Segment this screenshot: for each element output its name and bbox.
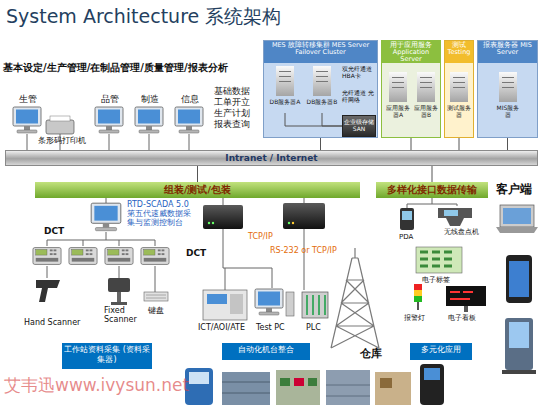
connector bbox=[285, 113, 342, 126]
connector bbox=[459, 138, 460, 150]
server-cluster: 报表服务器 MIS ServerMIS服务器 bbox=[477, 40, 538, 138]
node-text: 组装/测试/包装 bbox=[35, 182, 360, 198]
node-text: 多样化接口数据传输 bbox=[376, 182, 488, 198]
server-icon: DB服务器B bbox=[304, 65, 340, 113]
storage-icon: 企业级存储 SAN bbox=[342, 115, 376, 137]
text-label: 艾韦迅www.ivysun.net bbox=[4, 376, 189, 396]
text-label: 生管 bbox=[19, 94, 37, 104]
barcode-printer bbox=[46, 116, 74, 134]
node-text: 用于应用服务 Application Server bbox=[382, 41, 440, 63]
node-text: MIS服务器 bbox=[494, 71, 522, 118]
text-label: ICT/AOI/ATE bbox=[198, 323, 245, 332]
dct-terminal bbox=[33, 248, 169, 265]
server-cluster: 用于应用服务 Application Server 应用服务器A应用服务器B bbox=[381, 40, 441, 138]
text-label: 基本设定/生产管理/在制品管理/质量管理/报表分析 bbox=[3, 62, 228, 74]
text-label: 信息 bbox=[181, 94, 199, 104]
node-text: 多元化应用 bbox=[410, 343, 472, 355]
text-label: DCT bbox=[186, 248, 206, 258]
text-label: Test PC bbox=[256, 323, 285, 332]
connector bbox=[432, 166, 433, 182]
network-bar: Intranet / Internet bbox=[5, 150, 538, 166]
text-label: 制造 bbox=[141, 94, 159, 104]
text-label: 品管 bbox=[101, 94, 119, 104]
connector bbox=[411, 138, 412, 150]
server-icon: 应用服务器A bbox=[385, 71, 411, 127]
converter-box bbox=[203, 203, 325, 229]
node-text: MES 故障转移集群 MES Server Failover Cluster bbox=[264, 41, 377, 63]
node-text: 自动化机台整合 bbox=[222, 343, 310, 355]
green-band: 多样化接口数据传输 bbox=[376, 182, 488, 198]
node-text: 应用服务器A bbox=[385, 71, 411, 118]
text-label: 基础数据 工单开立 生产计划 报表查询 bbox=[214, 86, 254, 130]
diagram-title: System Architecture 系统架构 bbox=[6, 4, 281, 30]
text-label: 仓库 bbox=[360, 348, 382, 361]
antenna-tower bbox=[331, 248, 379, 348]
text-label: RTD-SCADA 5.0 第五代速威数据采 集与监测控制台 bbox=[127, 200, 199, 228]
node-text: 报表服务器 MIS Server bbox=[478, 41, 537, 63]
text-label: 电子标签 bbox=[422, 276, 450, 284]
client-device bbox=[496, 205, 538, 374]
text-label: 键盘 bbox=[148, 306, 164, 315]
node-text: 应用服务器B bbox=[413, 71, 439, 118]
machine bbox=[203, 290, 328, 320]
node-text: 企业级存储 SAN bbox=[343, 116, 375, 132]
text-label: PLC bbox=[306, 323, 321, 332]
text-label: 无线盘点机 bbox=[444, 228, 479, 236]
text-label: RS-232 or TCP/IP bbox=[270, 246, 337, 255]
connector bbox=[322, 113, 342, 126]
server-icon: 测试服务器 bbox=[446, 71, 472, 127]
caption-box: 自动化机台整合 bbox=[222, 343, 310, 360]
text-label: 客户端 bbox=[496, 183, 532, 197]
node-text: 工作站资料采集 (资料采集器) bbox=[62, 343, 152, 365]
text-label: TCP/IP bbox=[248, 232, 273, 241]
node-text: Intranet / Internet bbox=[6, 151, 537, 165]
connector bbox=[197, 166, 198, 182]
caption-box: 多元化应用 bbox=[410, 343, 472, 360]
text-label: DCT bbox=[44, 226, 64, 236]
green-band: 组装/测试/包装 bbox=[35, 182, 360, 198]
node-text: 测试 Testing bbox=[445, 41, 473, 63]
server-icon: 应用服务器B bbox=[413, 71, 439, 127]
pc-icon bbox=[13, 107, 294, 316]
text-label: Hand Scanner bbox=[24, 318, 80, 327]
node-text: 测试服务器 bbox=[446, 71, 472, 118]
text-label: Fixed Scanner bbox=[104, 306, 144, 324]
node-text: DB服务器A bbox=[267, 65, 303, 105]
node-text: DB服务器B bbox=[304, 65, 340, 105]
text-label: 双光纤通道 HBA卡 bbox=[342, 66, 376, 80]
photo bbox=[185, 364, 444, 405]
text-label: 电子看板 bbox=[448, 314, 476, 322]
caption-box: 工作站资料采集 (资料采集器) bbox=[62, 343, 152, 369]
scanner bbox=[36, 278, 168, 305]
text-label: 条形码打印机 bbox=[38, 137, 86, 146]
server-cluster: 测试 Testing 测试服务器 bbox=[444, 40, 474, 138]
connector bbox=[320, 138, 321, 150]
connector bbox=[507, 138, 508, 150]
text-label: 光纤通道 光纤网络 bbox=[342, 90, 376, 104]
text-label: 报警灯 bbox=[404, 314, 425, 322]
server-icon: MIS服务器 bbox=[494, 71, 522, 127]
server-cluster: MES 故障转移集群 MES Server Failover ClusterDB… bbox=[263, 40, 378, 138]
device bbox=[400, 208, 486, 312]
server-icon: DB服务器A bbox=[267, 65, 303, 113]
text-label: PDA bbox=[399, 233, 413, 241]
